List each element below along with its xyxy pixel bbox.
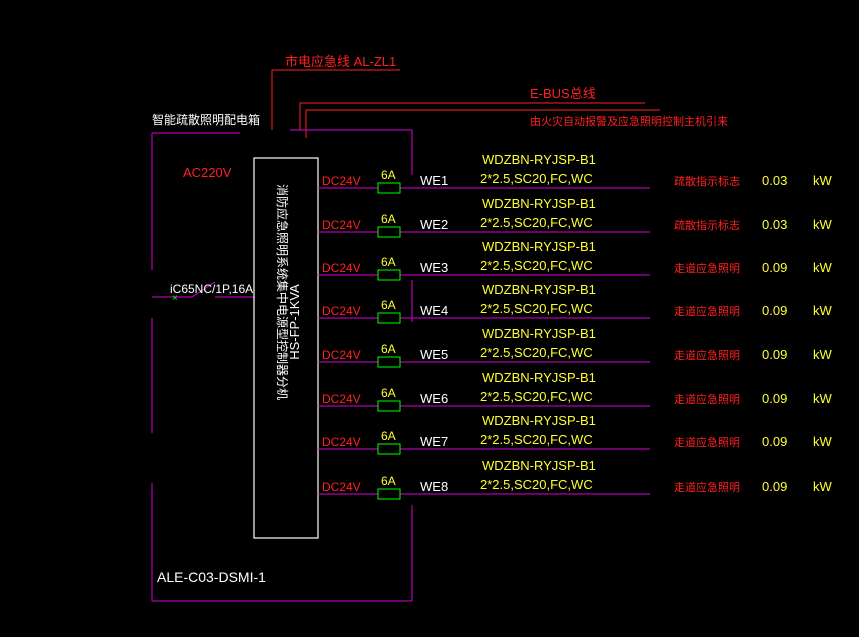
load-description: 走道应急照明 — [674, 392, 740, 406]
breaker-label: iC65NC/1P,16A — [170, 282, 253, 296]
circuit-voltage: DC24V — [322, 435, 361, 449]
supply-voltage: AC220V — [183, 165, 232, 180]
fuse-icon — [377, 443, 401, 455]
load-power: 0.09 — [762, 347, 787, 362]
device-name: 消防应急照明系统集中电源型控制器分机 — [275, 184, 290, 400]
load-description: 走道应急照明 — [674, 480, 740, 494]
cable-spec: 2*2.5,SC20,FC,WC — [480, 345, 593, 360]
circuit-voltage: DC24V — [322, 218, 361, 232]
fuse-icon — [377, 356, 401, 368]
power-unit: kW — [813, 173, 833, 188]
load-power: 0.09 — [762, 391, 787, 406]
fuse-rating: 6A — [381, 474, 396, 488]
circuit-voltage: DC24V — [322, 261, 361, 275]
power-unit: kW — [813, 217, 833, 232]
cable-type: WDZBN-RYJSP-B1 — [482, 458, 596, 473]
cable-spec: 2*2.5,SC20,FC,WC — [480, 258, 593, 273]
fuse-rating: 6A — [381, 298, 396, 312]
main-breaker — [152, 281, 254, 298]
circuit-id: WE4 — [420, 303, 448, 318]
circuit-id: WE5 — [420, 347, 448, 362]
circuit-id: WE6 — [420, 391, 448, 406]
box-title: 智能疏散照明配电箱 — [152, 112, 260, 127]
circuit-id: WE7 — [420, 434, 448, 449]
load-description: 疏散指示标志 — [674, 218, 740, 232]
load-description: 走道应急照明 — [674, 304, 740, 318]
circuit-voltage: DC24V — [322, 480, 361, 494]
incoming-feeder — [271, 69, 660, 138]
power-unit: kW — [813, 260, 833, 275]
load-power: 0.03 — [762, 173, 787, 188]
cable-spec: 2*2.5,SC20,FC,WC — [480, 432, 593, 447]
cable-spec: 2*2.5,SC20,FC,WC — [480, 389, 593, 404]
fuse-icon — [377, 182, 401, 194]
circuit-rows: DC24V 6A WE1 WDZBN-RYJSP-B1 2*2.5,SC20,F… — [318, 152, 833, 500]
cable-spec: 2*2.5,SC20,FC,WC — [480, 171, 593, 186]
load-description: 走道应急照明 — [674, 435, 740, 449]
cable-spec: 2*2.5,SC20,FC,WC — [480, 215, 593, 230]
circuit-voltage: DC24V — [322, 174, 361, 188]
load-description: 走道应急照明 — [674, 348, 740, 362]
cable-type: WDZBN-RYJSP-B1 — [482, 370, 596, 385]
circuit-row-2: DC24V 6A WE2 WDZBN-RYJSP-B1 2*2.5,SC20,F… — [318, 196, 833, 238]
bus-note: 由火灾自动报警及应急照明控制主机引来 — [530, 114, 728, 128]
circuit-row-4: DC24V 6A WE4 WDZBN-RYJSP-B1 2*2.5,SC20,F… — [318, 282, 833, 324]
circuit-voltage: DC24V — [322, 304, 361, 318]
controller-box — [253, 157, 319, 539]
fuse-icon — [377, 400, 401, 412]
load-power: 0.09 — [762, 303, 787, 318]
cable-spec: 2*2.5,SC20,FC,WC — [480, 477, 593, 492]
circuit-id: WE2 — [420, 217, 448, 232]
load-power: 0.09 — [762, 479, 787, 494]
cable-spec: 2*2.5,SC20,FC,WC — [480, 301, 593, 316]
fuse-icon — [377, 312, 401, 324]
box-frame — [151, 129, 413, 602]
power-unit: kW — [813, 303, 833, 318]
device-model: HS-FP-1KVA — [287, 284, 302, 360]
power-unit: kW — [813, 479, 833, 494]
cable-type: WDZBN-RYJSP-B1 — [482, 152, 596, 167]
fuse-icon — [377, 226, 401, 238]
box-code: ALE-C03-DSMI-1 — [157, 569, 266, 585]
circuit-row-3: DC24V 6A WE3 WDZBN-RYJSP-B1 2*2.5,SC20,F… — [318, 239, 833, 281]
fuse-icon — [377, 269, 401, 281]
cable-type: WDZBN-RYJSP-B1 — [482, 326, 596, 341]
fuse-rating: 6A — [381, 386, 396, 400]
breaker-x-icon: × — [172, 293, 178, 304]
load-power: 0.09 — [762, 434, 787, 449]
circuit-id: WE1 — [420, 173, 448, 188]
fuse-rating: 6A — [381, 168, 396, 182]
cable-type: WDZBN-RYJSP-B1 — [482, 282, 596, 297]
load-description: 走道应急照明 — [674, 261, 740, 275]
load-power: 0.03 — [762, 217, 787, 232]
circuit-id: WE3 — [420, 260, 448, 275]
circuit-row-1: DC24V 6A WE1 WDZBN-RYJSP-B1 2*2.5,SC20,F… — [318, 152, 833, 194]
fuse-rating: 6A — [381, 429, 396, 443]
power-unit: kW — [813, 434, 833, 449]
circuit-row-5: DC24V 6A WE5 WDZBN-RYJSP-B1 2*2.5,SC20,F… — [318, 326, 833, 368]
cable-type: WDZBN-RYJSP-B1 — [482, 196, 596, 211]
power-unit: kW — [813, 391, 833, 406]
load-power: 0.09 — [762, 260, 787, 275]
circuit-voltage: DC24V — [322, 348, 361, 362]
fuse-rating: 6A — [381, 342, 396, 356]
circuit-row-6: DC24V 6A WE6 WDZBN-RYJSP-B1 2*2.5,SC20,F… — [318, 370, 833, 412]
power-unit: kW — [813, 347, 833, 362]
load-description: 疏散指示标志 — [674, 174, 740, 188]
fuse-icon — [377, 488, 401, 500]
cable-type: WDZBN-RYJSP-B1 — [482, 413, 596, 428]
circuit-row-7: DC24V 6A WE7 WDZBN-RYJSP-B1 2*2.5,SC20,F… — [318, 413, 833, 455]
circuit-id: WE8 — [420, 479, 448, 494]
feeder-label: 市电应急线 AL-ZL1 — [285, 54, 396, 69]
circuit-row-8: DC24V 6A WE8 WDZBN-RYJSP-B1 2*2.5,SC20,F… — [318, 458, 833, 500]
bus-label: E-BUS总线 — [530, 86, 596, 101]
fuse-rating: 6A — [381, 212, 396, 226]
circuit-voltage: DC24V — [322, 392, 361, 406]
fuse-rating: 6A — [381, 255, 396, 269]
cable-type: WDZBN-RYJSP-B1 — [482, 239, 596, 254]
